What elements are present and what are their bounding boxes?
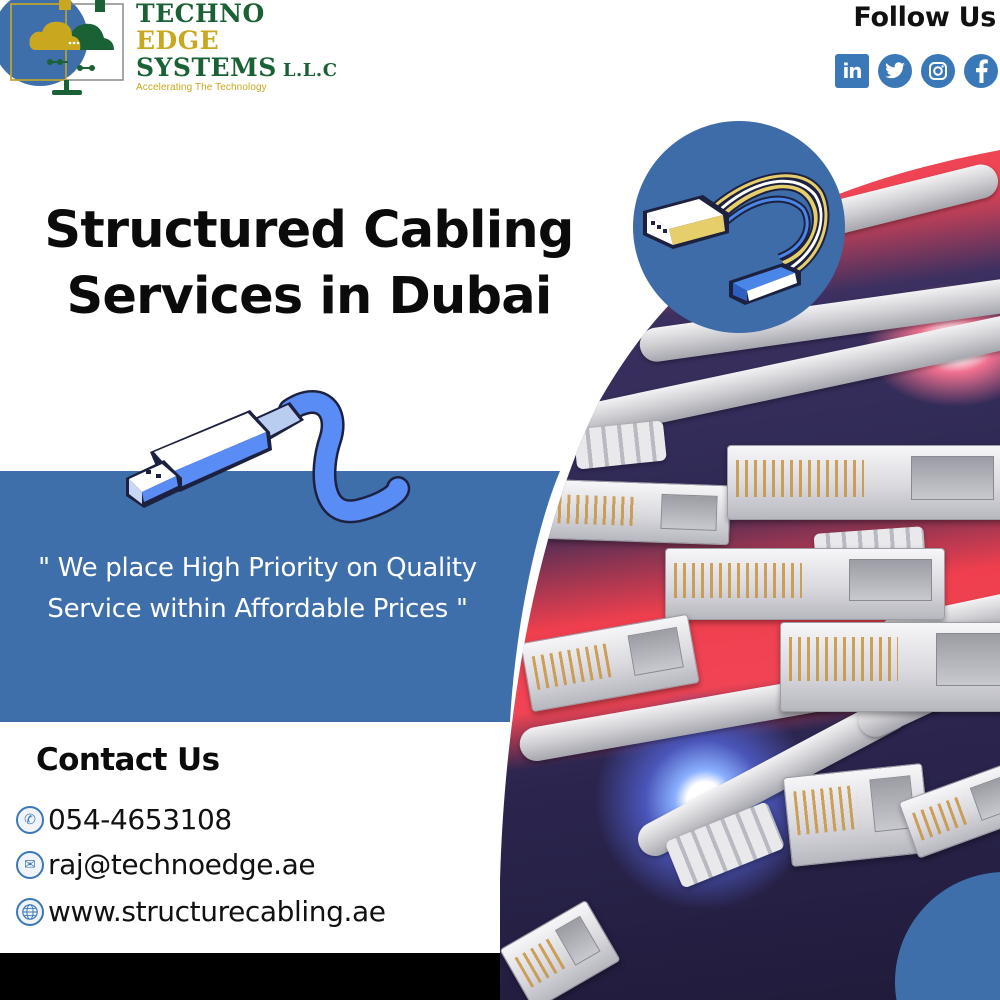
logo-systems-text: SYSTEMS bbox=[136, 53, 277, 82]
power-connector-illustration bbox=[633, 121, 845, 333]
footer-bar bbox=[0, 953, 500, 1000]
rj45-plug bbox=[727, 445, 1000, 520]
logo-tagline: Accelerating The Technology bbox=[136, 82, 267, 93]
social-links: in bbox=[835, 54, 998, 88]
usb-cable-illustration bbox=[120, 380, 420, 530]
contact-website-row: www.structurecabling.ae bbox=[16, 895, 386, 928]
contact-phone-row: ✆ 054-4653108 bbox=[16, 803, 232, 836]
quote-line-2: Service within Affordable Prices " bbox=[47, 594, 468, 624]
rj45-plug bbox=[665, 548, 945, 620]
website-link[interactable]: www.structurecabling.ae bbox=[48, 895, 386, 928]
rj45-plug bbox=[539, 479, 731, 546]
email-icon: ✉ bbox=[16, 850, 44, 879]
quote-band bbox=[0, 471, 560, 722]
linkedin-icon[interactable]: in bbox=[835, 54, 869, 88]
headline-line-2: Services in Dubai bbox=[66, 267, 552, 326]
twitter-icon[interactable] bbox=[878, 54, 912, 88]
globe-icon bbox=[16, 897, 44, 926]
contact-email-row: ✉ raj@technoedge.ae bbox=[16, 848, 316, 881]
instagram-icon[interactable] bbox=[921, 54, 955, 88]
follow-us-title: Follow Us bbox=[853, 2, 996, 33]
contact-panel bbox=[0, 722, 500, 953]
quote-line-1: " We place High Priority on Quality bbox=[38, 553, 477, 583]
phone-link[interactable]: 054-4653108 bbox=[48, 803, 232, 836]
company-logo-icon bbox=[0, 0, 130, 100]
contact-title: Contact Us bbox=[36, 742, 220, 778]
quote-text: " We place High Priority on Quality Serv… bbox=[0, 548, 515, 630]
logo-llc-text: L.L.C bbox=[282, 60, 338, 81]
rj45-plug bbox=[780, 622, 1000, 712]
headline-line-1: Structured Cabling bbox=[44, 201, 574, 260]
phone-icon: ✆ bbox=[16, 805, 44, 834]
page-headline: Structured Cabling Services in Dubai bbox=[0, 198, 618, 330]
logo-line-edge: EDGE bbox=[136, 26, 220, 55]
logo-line-techno: TECHNO bbox=[136, 0, 265, 28]
email-link[interactable]: raj@technoedge.ae bbox=[48, 848, 316, 881]
facebook-icon[interactable] bbox=[964, 54, 998, 88]
